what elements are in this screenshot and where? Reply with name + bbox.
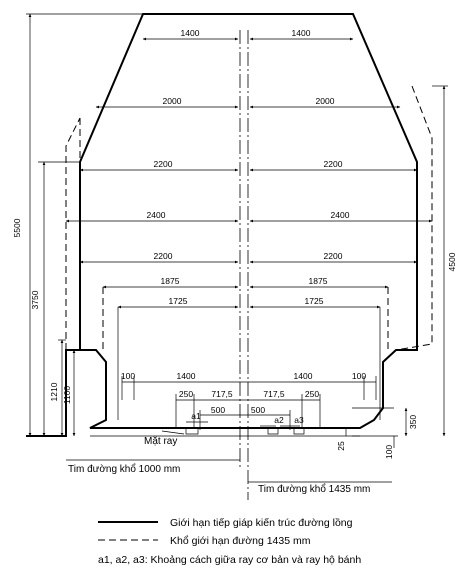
label-a3: a3: [294, 415, 304, 425]
dim-250-left: 250: [179, 389, 193, 399]
dim-2000-left: 2000: [163, 96, 182, 106]
dim-1400-lower-right: 1400: [294, 371, 313, 381]
label-a2: a2: [274, 415, 284, 425]
dim-1400-top-right: 1400: [292, 28, 311, 38]
dim-7175-right: 717,5: [263, 389, 285, 399]
dim-7175-left: 717,5: [211, 389, 233, 399]
lower-dimension-labels: 100 1400 1400 100 250 717,5 717,5 250 50…: [121, 371, 366, 425]
dim-100-right: 100: [352, 371, 366, 381]
dim-4500: 4500: [447, 252, 457, 271]
dim-500-right: 500: [251, 405, 265, 415]
dim-1875-right: 1875: [309, 276, 328, 286]
dim-2200-lower-left: 2200: [154, 251, 173, 261]
legend-note-text: a1, a2, a3: Khoảng cách giữa ray cơ bản …: [98, 554, 361, 566]
rail-profile: [90, 427, 360, 437]
callout-labels: Mặt ray Tim đường khổ 1000 mm Tim đường …: [66, 436, 392, 495]
horizontal-dimension-lines: [65, 37, 433, 420]
lower-dimension-lines: [121, 376, 398, 437]
dim-100-left: 100: [121, 371, 135, 381]
label-rail-top: Mặt ray: [144, 436, 177, 447]
dim-2400-right: 2400: [331, 210, 350, 220]
dim-1875-left: 1875: [161, 276, 180, 286]
legend: Giới hạn tiếp giáp kiến trúc đường lồng …: [98, 517, 361, 566]
dim-25: 25: [336, 441, 346, 451]
vertical-dimension-lines: [26, 13, 448, 448]
dim-1725-right: 1725: [305, 296, 324, 306]
dim-1400-top-left: 1400: [181, 28, 200, 38]
dim-2400-left: 2400: [147, 210, 166, 220]
dim-1210: 1210: [49, 382, 59, 401]
dim-5500: 5500: [12, 218, 22, 237]
dashed-1435-gauge-outline: [65, 85, 433, 351]
legend-solid-text: Giới hạn tiếp giáp kiến trúc đường lồng: [170, 517, 353, 529]
dim-250-right: 250: [305, 389, 319, 399]
dim-1725-left: 1725: [169, 296, 188, 306]
dim-2200-lower-right: 2200: [324, 251, 343, 261]
label-centerline-1000: Tim đường khổ 1000 mm: [68, 463, 180, 475]
dim-350: 350: [408, 415, 418, 429]
dim-1400-lower-left: 1400: [177, 371, 196, 381]
dim-1100: 1100: [62, 386, 72, 405]
dim-3750: 3750: [30, 290, 40, 309]
dim-500-left: 500: [211, 405, 225, 415]
dim-2200-upper-right: 2200: [324, 159, 343, 169]
label-a1: a1: [191, 411, 201, 421]
dim-2000-right: 2000: [316, 96, 335, 106]
dim-2200-upper-left: 2200: [154, 159, 173, 169]
label-centerline-1435: Tim đường khổ 1435 mm: [258, 483, 370, 495]
horizontal-dimension-labels: 1400 1400 2000 2000 2200 2200 2400 2400 …: [147, 28, 350, 306]
dim-100-vertical: 100: [384, 445, 394, 459]
legend-dashed-text: Khổ giới hạn đường 1435 mm: [170, 535, 311, 547]
vertical-dimension-labels: 5500 3750 1210 1100 4500 350 25 100: [12, 218, 457, 459]
